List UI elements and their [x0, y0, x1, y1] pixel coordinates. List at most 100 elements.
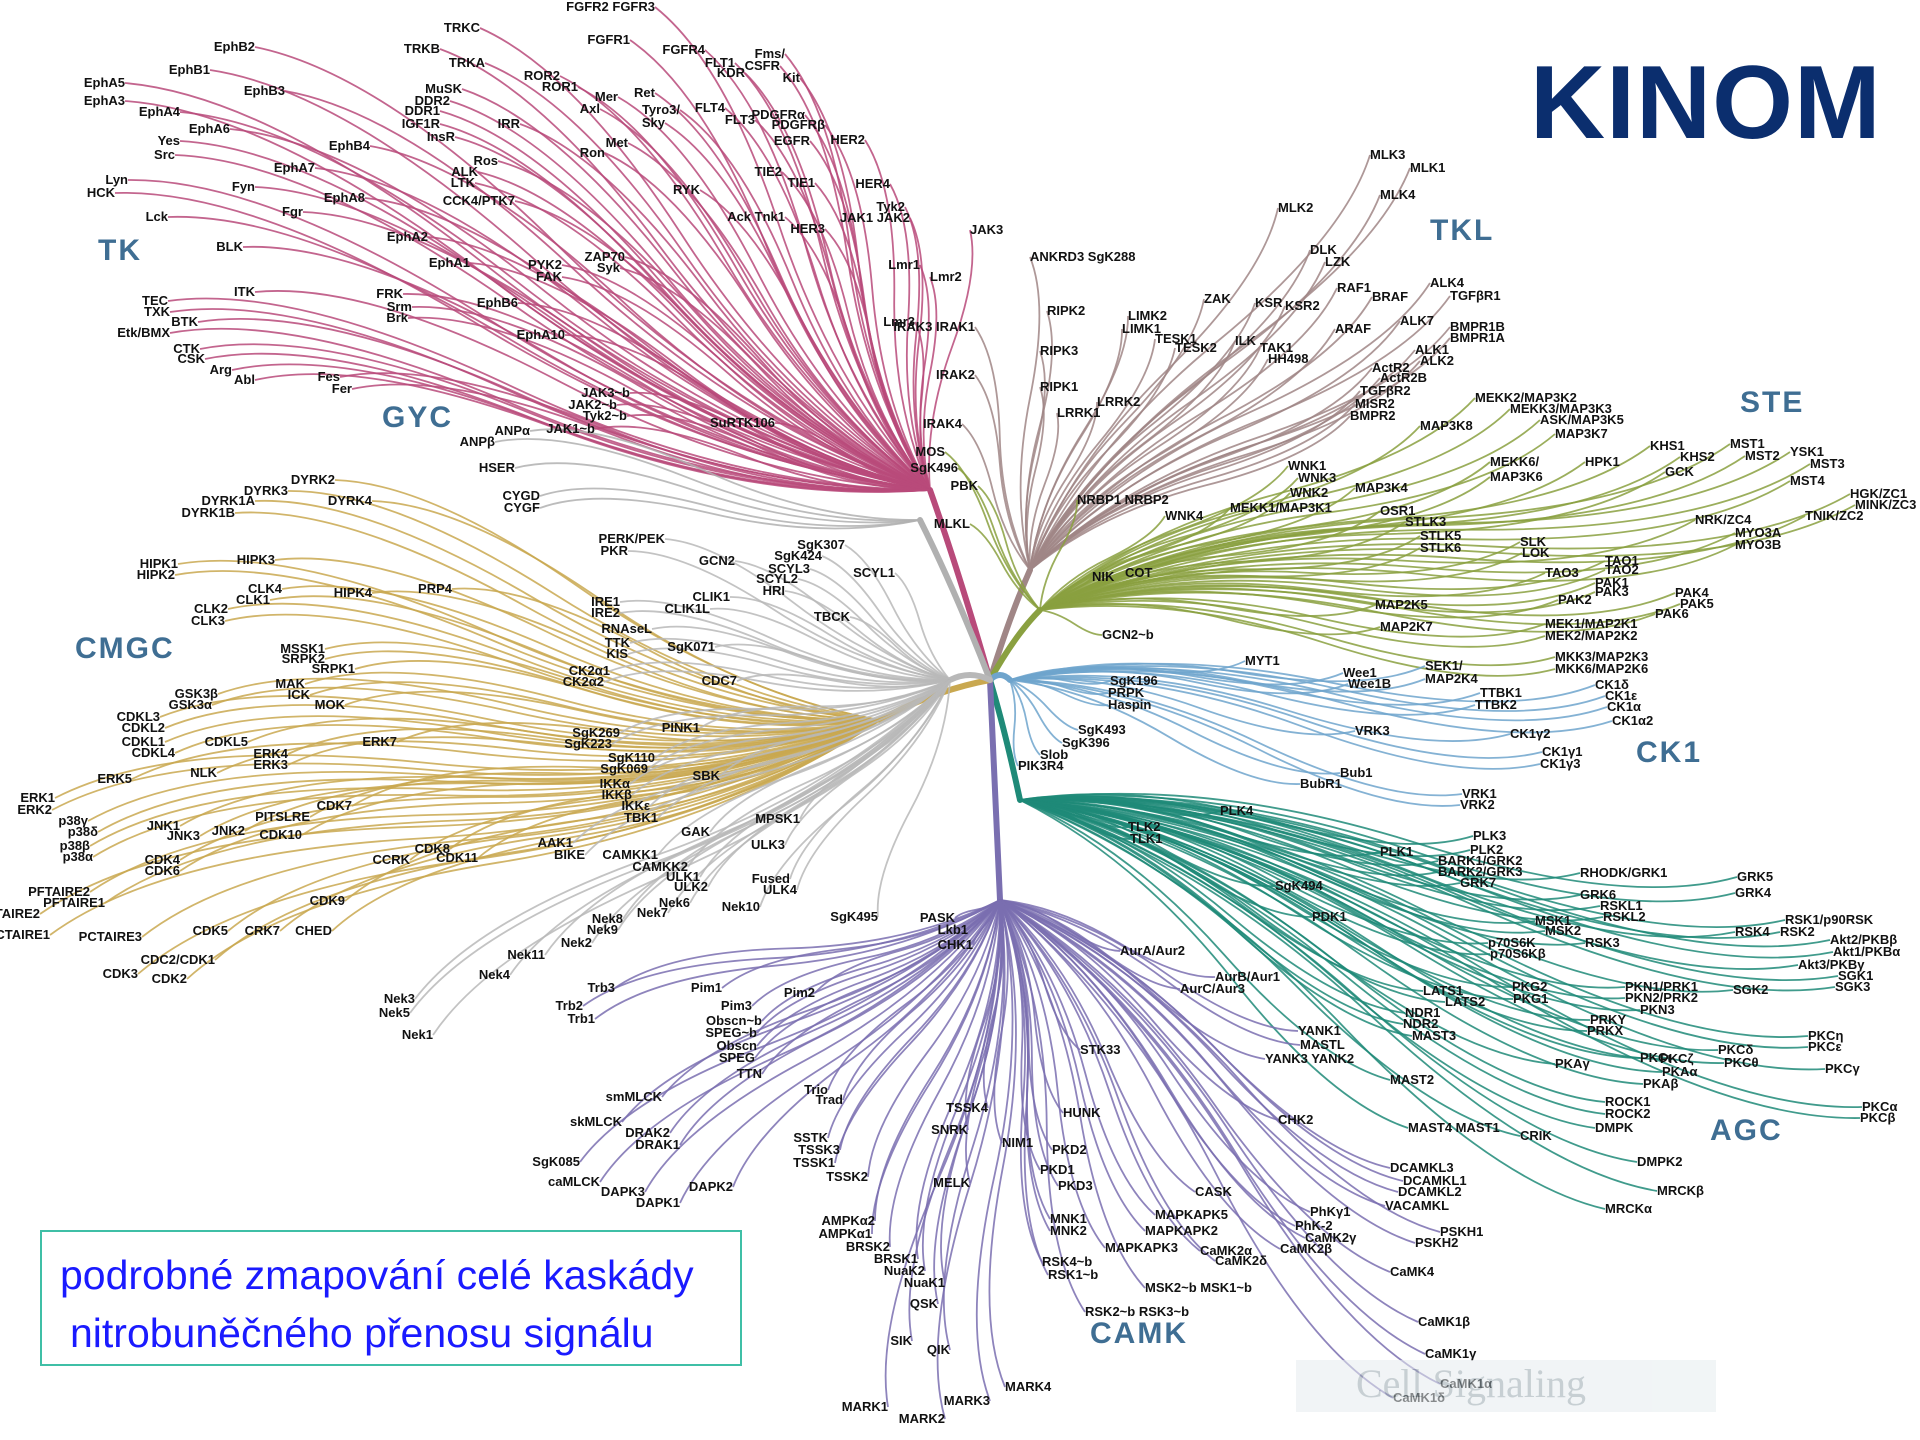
kinase-label: MST1: [1730, 436, 1765, 451]
kinase-label: CDKL4: [132, 745, 176, 760]
kinase-label: DYRK3: [244, 483, 288, 498]
branch: [614, 899, 1001, 989]
kinase-label: CaMK1γ: [1425, 1346, 1477, 1361]
kinase-label: EphB3: [244, 83, 285, 98]
kinase-label: MAST2: [1390, 1072, 1434, 1087]
branch: [624, 256, 931, 491]
kinase-label: PAK6: [1655, 606, 1689, 621]
kinase-label: SgK110: [608, 750, 655, 765]
kinase-label: JNK2: [212, 823, 245, 838]
kinase-label: NDR2: [1403, 1016, 1438, 1031]
branch: [234, 511, 881, 721]
kinase-label: CK1γ1: [1542, 744, 1582, 759]
branch: [1039, 572, 1546, 611]
branch: [351, 383, 931, 493]
kinase-label: FLT3: [725, 112, 755, 127]
branch: [849, 616, 951, 681]
kinase-label: ERK2: [17, 802, 52, 817]
kinase-label: Nek9: [587, 922, 618, 937]
kinase-label: BRSK1: [874, 1251, 918, 1266]
kinase-label: TSSK4: [946, 1100, 989, 1115]
branch: [137, 719, 881, 975]
branch: [1039, 499, 1078, 611]
kinase-label: Etk/BMX: [117, 325, 170, 340]
family-label-ck1: CK1: [1636, 736, 1702, 769]
kinase-label: NIM1: [1002, 1135, 1033, 1150]
kinase-label: PSKH2: [1415, 1235, 1458, 1250]
kinase-label: PBK: [951, 478, 979, 493]
kinase-label: Obscn~b: [706, 1013, 762, 1028]
branch: [127, 179, 931, 491]
kinase-label: EphA7: [274, 160, 315, 175]
kinase-label: Pim1: [691, 980, 722, 995]
kinase-label: LRRK1: [1057, 405, 1100, 420]
branch: [827, 899, 1001, 1139]
branch: [961, 423, 1031, 571]
branch: [1039, 588, 1681, 626]
branch: [186, 719, 881, 980]
kinase-label: MAP3K4: [1355, 480, 1409, 495]
kinase-label: TTN: [737, 1066, 762, 1081]
kinase-label: BRSK2: [846, 1239, 890, 1254]
kinase-label: GCN2: [699, 553, 735, 568]
kinase-label: LTK: [451, 175, 476, 190]
kinase-label: PKR: [601, 543, 629, 558]
branch: [629, 637, 951, 684]
kinase-label: KHS2: [1680, 449, 1715, 464]
branch: [1029, 401, 1098, 571]
branch: [1019, 799, 1836, 992]
kinase-label: ActR2: [1372, 360, 1410, 375]
kinase-label: PDGFRβ: [772, 117, 826, 132]
kinase-label: p70S6Kβ: [1490, 946, 1546, 961]
kinase-label: ITK: [234, 284, 256, 299]
branch: [999, 899, 1146, 1289]
branch: [679, 109, 931, 491]
branch: [999, 899, 1059, 1187]
kinase-label: SgK496: [910, 460, 958, 475]
kinase-label: SgK493: [1078, 722, 1126, 737]
kinase-label: CYGD: [502, 488, 540, 503]
kinase-label: HPK1: [1585, 454, 1620, 469]
kinase-label: TAO1: [1605, 553, 1639, 568]
kinase-label: TSSK3: [798, 1142, 840, 1157]
kinase-label: MAP3K8: [1420, 418, 1473, 433]
kinase-label: AMPKα2: [822, 1213, 876, 1228]
branch: [1019, 799, 1644, 1085]
kinase-label: MST4: [1790, 473, 1825, 488]
kinase-label: VRK2: [1460, 797, 1495, 812]
kinase-label: EphB1: [169, 62, 210, 77]
kinase-label: SCYL3: [768, 561, 810, 576]
kinase-label: ERK7: [362, 734, 397, 749]
branch: [1029, 305, 1286, 571]
kinase-label: DLK: [1310, 242, 1337, 257]
kinase-label: SuRTK106: [710, 415, 775, 430]
kinase-label: HIPK4: [334, 585, 373, 600]
branch: [1009, 662, 1596, 703]
kinase-label: ALK: [451, 164, 478, 179]
branch: [999, 899, 1416, 1244]
kinase-label: Wee1B: [1348, 676, 1391, 691]
kinase-label: NIK: [1092, 569, 1115, 584]
kinase-label: RSK3: [1585, 935, 1620, 950]
kinase-label: EphA2: [387, 229, 428, 244]
kinase-label: IRE2: [591, 605, 620, 620]
kinase-label: CDK11: [436, 850, 478, 865]
kinase-label: MAPKAPK2: [1145, 1223, 1218, 1238]
kinase-label: PASK: [920, 910, 956, 925]
branch: [1009, 677, 1541, 770]
kinase-label: SIK: [890, 1333, 912, 1348]
branch: [729, 596, 951, 681]
branch: [287, 490, 881, 721]
kinase-label: p70S6K: [1488, 935, 1536, 950]
kinase-label: STLK6: [1420, 540, 1461, 555]
kinase-label: IKKα: [600, 776, 630, 791]
kinase-label: RNAseL: [601, 621, 652, 636]
kinase-label: Fer: [332, 381, 352, 396]
branch: [999, 899, 1404, 1182]
branch: [1039, 419, 1541, 611]
branch: [539, 487, 921, 527]
kinase-label: ULK4: [763, 882, 798, 897]
branch: [254, 290, 931, 491]
kinase-label: MARK4: [1005, 1379, 1052, 1394]
branch: [561, 264, 931, 491]
